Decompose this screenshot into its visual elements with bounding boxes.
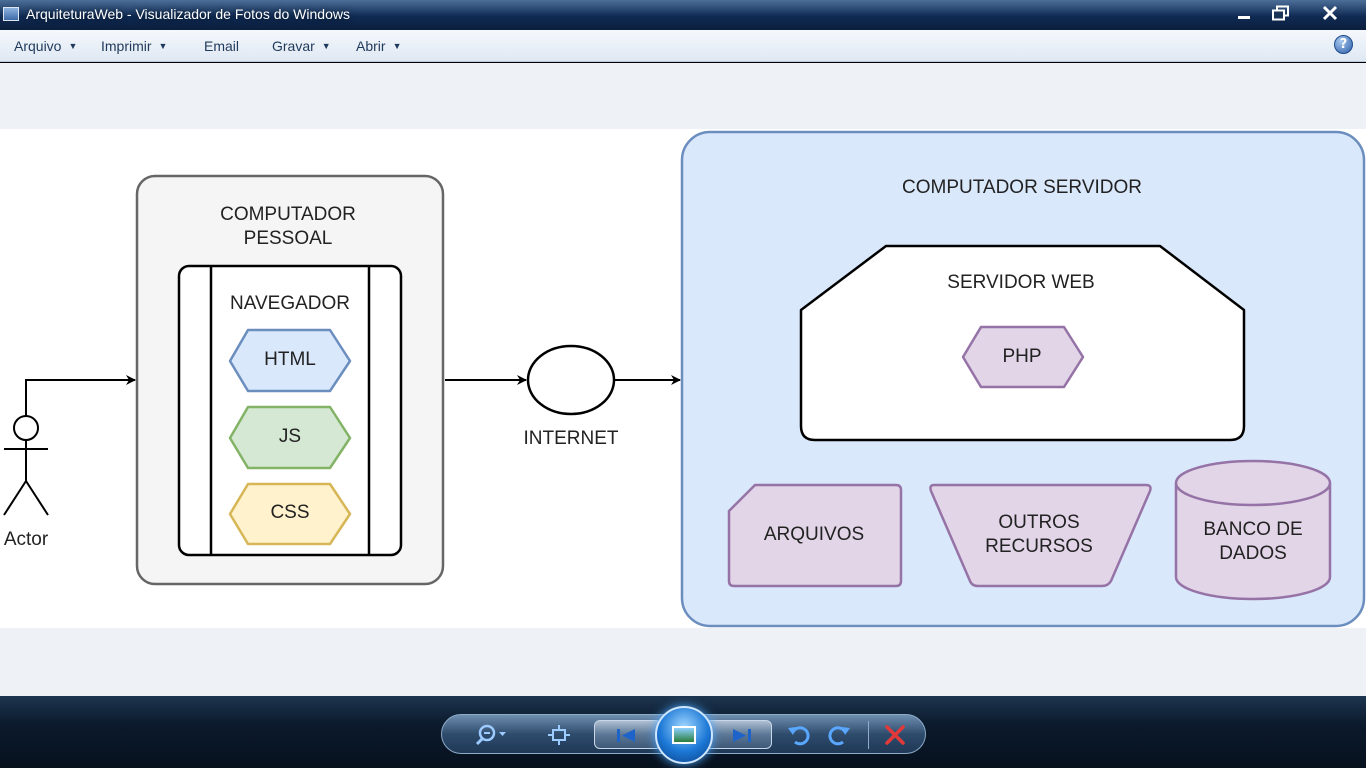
zoom-button[interactable]	[472, 721, 512, 749]
database-label-line1: BANCO DE	[1203, 519, 1303, 540]
photo-viewer-icon	[3, 7, 19, 21]
menu-gravar-label: Gravar	[272, 38, 315, 54]
actor-figure	[3, 415, 49, 516]
delete-icon	[885, 725, 905, 745]
architecture-diagram	[3, 130, 1366, 628]
pc-title-line2: PESSOAL	[243, 228, 333, 249]
server-title: COMPUTADOR SERVIDOR	[902, 177, 1142, 198]
actor-label: Actor	[3, 529, 49, 550]
restore-button[interactable]	[1263, 0, 1299, 26]
internet-label: INTERNET	[523, 428, 619, 449]
menu-abrir[interactable]: Abrir ▼	[356, 38, 401, 54]
menu-imprimir[interactable]: Imprimir ▼	[101, 38, 167, 54]
next-icon	[733, 729, 751, 742]
html-label: HTML	[264, 349, 316, 370]
rotate-cw-icon	[828, 726, 850, 746]
css-hexagon	[228, 482, 352, 546]
menu-gravar[interactable]: Gravar ▼	[272, 38, 331, 54]
previous-button[interactable]	[594, 720, 662, 749]
resources-label-line1: OUTROS	[998, 512, 1080, 533]
close-icon	[1322, 5, 1338, 21]
help-icon[interactable]: ?	[1334, 35, 1353, 54]
minimize-icon	[1238, 16, 1250, 19]
css-label: CSS	[270, 502, 310, 523]
window-title: ArquiteturaWeb - Visualizador de Fotos d…	[26, 6, 350, 22]
database-label-line2: DADOS	[1219, 543, 1287, 564]
menu-email[interactable]: Email	[204, 38, 239, 54]
files-label: ARQUIVOS	[763, 524, 865, 545]
rotate-ccw-icon	[788, 726, 810, 746]
toolbar-divider	[868, 721, 869, 749]
slideshow-icon	[672, 726, 696, 744]
fit-window-button[interactable]	[542, 721, 576, 749]
database-cylinder	[1174, 459, 1332, 601]
internet-ellipse	[526, 344, 616, 416]
js-label: JS	[278, 426, 302, 447]
php-hexagon	[961, 325, 1085, 389]
chevron-down-icon: ▼	[158, 41, 168, 51]
image-viewport: Actor COMPUTADOR PESSOAL NAVEGADOR HTML …	[0, 63, 1366, 696]
actor-to-pc-arrow	[25, 375, 136, 416]
menu-arquivo-label: Arquivo	[14, 38, 62, 54]
resources-label-line2: RECURSOS	[985, 536, 1093, 557]
minimize-button[interactable]	[1226, 0, 1262, 26]
pc-title-line1: COMPUTADOR	[220, 204, 356, 225]
menu-bar: Arquivo ▼ Imprimir ▼ Email Gravar ▼ Abrir ▼	[0, 30, 1366, 62]
html-hexagon	[228, 328, 352, 393]
chevron-down-icon: ▼	[68, 41, 78, 51]
chevron-down-icon: ▼	[321, 41, 331, 51]
fit-window-icon	[548, 725, 570, 745]
resources-trapezoid	[929, 483, 1152, 588]
menu-arquivo[interactable]: Arquivo ▼	[14, 38, 77, 54]
webserver-label: SERVIDOR WEB	[947, 272, 1095, 293]
browser-label: NAVEGADOR	[229, 293, 350, 314]
displayed-image: Actor COMPUTADOR PESSOAL NAVEGADOR HTML …	[0, 129, 1366, 628]
menu-abrir-label: Abrir	[356, 38, 386, 54]
rotate-cw-button[interactable]	[824, 721, 854, 749]
menu-email-label: Email	[204, 38, 240, 54]
zoom-icon	[475, 724, 506, 746]
rotate-ccw-button[interactable]	[784, 721, 814, 749]
previous-icon	[617, 729, 635, 742]
slideshow-button[interactable]	[655, 706, 713, 764]
delete-button[interactable]	[878, 721, 912, 749]
files-card	[727, 483, 903, 588]
chevron-down-icon: ▼	[392, 41, 402, 51]
close-button[interactable]	[1300, 0, 1360, 26]
js-hexagon	[228, 405, 352, 470]
php-label: PHP	[1002, 346, 1042, 367]
next-button[interactable]	[704, 720, 772, 749]
title-bar: ArquiteturaWeb - Visualizador de Fotos d…	[0, 0, 1366, 30]
restore-icon	[1272, 5, 1289, 21]
menu-imprimir-label: Imprimir	[101, 38, 152, 54]
